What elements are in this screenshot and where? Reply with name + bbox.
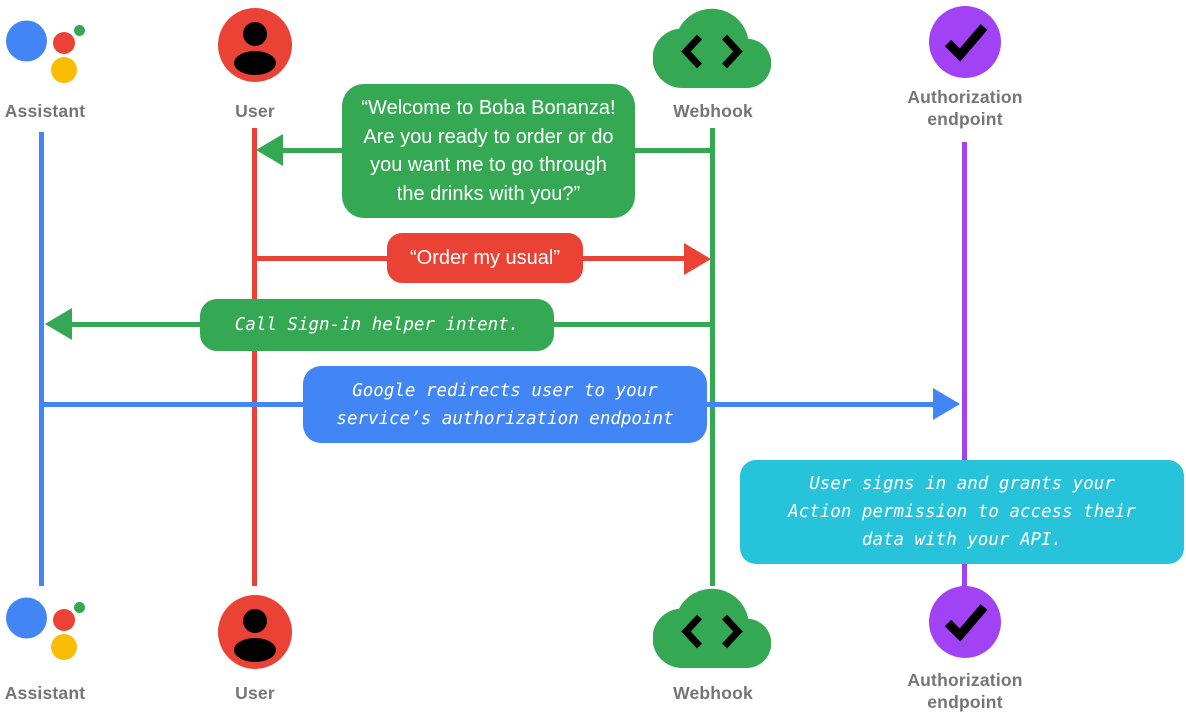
check-circle-icon xyxy=(929,586,1001,658)
message-text: User signs in and grants your Action per… xyxy=(788,474,1136,550)
lifeline-user xyxy=(252,128,257,586)
arrowhead-left-icon xyxy=(256,134,283,166)
actor-label-assistant: Assistant xyxy=(4,101,86,121)
message-box-welcome: “Welcome to Boba Bonanza! Are you ready … xyxy=(342,84,635,218)
note-box-user-signs-in: User signs in and grants your Action per… xyxy=(740,460,1184,564)
google-assistant-icon xyxy=(6,597,85,660)
actor-label-user: User xyxy=(235,101,275,121)
actor-label-authorization-endpoint: Authorization endpoint xyxy=(907,87,1023,129)
lifeline-authorization-endpoint xyxy=(962,142,967,588)
actor-label-webhook: Webhook xyxy=(673,683,753,703)
message-box-redirect: Google redirects user to your service’s … xyxy=(303,366,707,443)
message-text: Call Sign-in helper intent. xyxy=(234,315,520,335)
message-text: Google redirects user to your service’s … xyxy=(336,380,674,429)
cloud-code-icon xyxy=(653,588,771,668)
message-box-signin-helper: Call Sign-in helper intent. xyxy=(200,299,554,351)
check-circle-icon xyxy=(929,6,1001,78)
lifeline-webhook xyxy=(710,128,715,586)
user-avatar-icon xyxy=(218,8,292,82)
actor-label-user: User xyxy=(235,683,275,703)
message-box-order-my-usual: “Order my usual” xyxy=(387,233,583,283)
arrowhead-right-icon xyxy=(684,243,711,275)
cloud-code-icon xyxy=(653,8,771,88)
message-text: “Welcome to Boba Bonanza! Are you ready … xyxy=(361,97,616,205)
lifeline-assistant xyxy=(39,132,44,586)
user-avatar-icon xyxy=(218,595,292,669)
actor-label-webhook: Webhook xyxy=(673,101,753,121)
actor-label-assistant: Assistant xyxy=(4,683,86,703)
actor-label-authorization-endpoint: Authorization endpoint xyxy=(907,670,1023,712)
arrowhead-right-icon xyxy=(933,388,960,420)
arrowhead-left-icon xyxy=(45,308,72,340)
message-text: “Order my usual” xyxy=(409,246,561,269)
google-assistant-icon xyxy=(6,20,85,83)
